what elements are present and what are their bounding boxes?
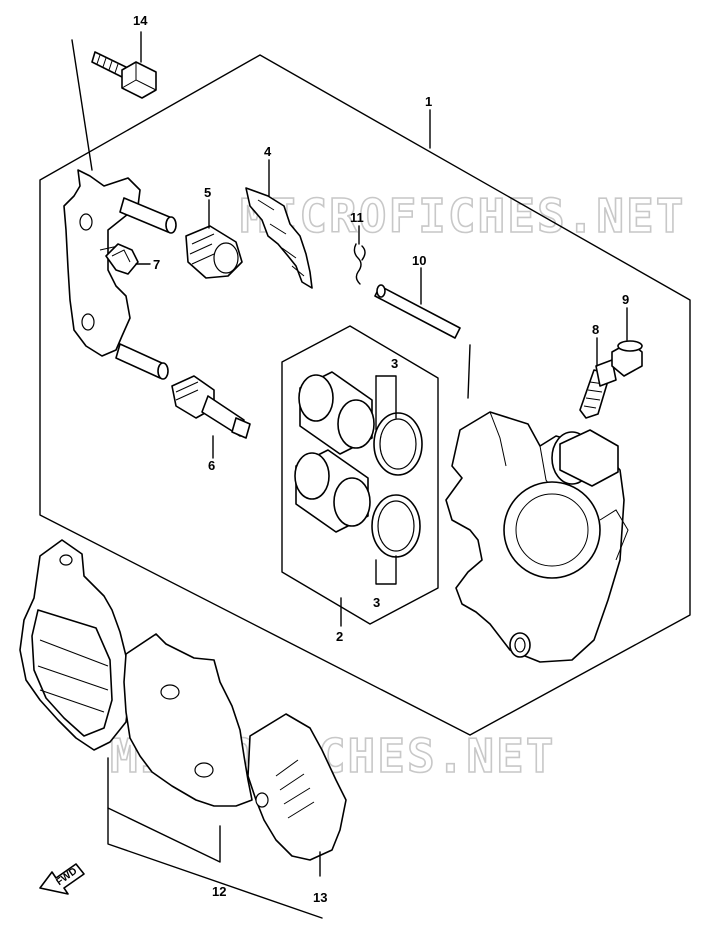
slide-pin-lower (115, 343, 169, 380)
bleeder-cap-9 (611, 340, 643, 377)
bleeder-valve-8 (579, 359, 617, 419)
bolt-14 (91, 51, 157, 99)
pad-shim-plate (123, 633, 253, 807)
leader-bolt-14-axis (71, 39, 93, 171)
callout-8: 8 (592, 322, 599, 337)
leader-pin-axis (467, 344, 471, 399)
callout-7: 7 (153, 257, 160, 272)
piston-seal-lower (371, 494, 421, 558)
callout-3-upper: 3 (391, 356, 398, 371)
piston-seal-upper (373, 412, 423, 476)
leader-13-a (107, 807, 323, 919)
callout-3-lower: 3 (373, 595, 380, 610)
pad-pin-10 (374, 284, 461, 339)
forward-direction-arrow: FWD (39, 863, 85, 895)
slide-pin-upper (119, 197, 177, 234)
pin-clip-11 (353, 243, 366, 285)
caliper-bracket (63, 169, 141, 357)
callout-2: 2 (336, 629, 343, 644)
leader-3-lower (375, 555, 397, 585)
callout-9: 9 (622, 292, 629, 307)
leader-12 (107, 757, 221, 863)
caliper-body (445, 411, 629, 663)
watermark-top: MICROFICHES.NET (240, 189, 685, 243)
callout-6: 6 (208, 458, 215, 473)
callout-13: 13 (313, 890, 327, 905)
callout-1: 1 (425, 94, 432, 109)
boot-5 (185, 225, 243, 279)
callout-10: 10 (412, 253, 426, 268)
assembly-frame-1 (39, 54, 691, 736)
pad-spring-clip-7 (105, 243, 139, 275)
pad-shim-13 (247, 713, 347, 861)
piston-upper (298, 371, 375, 455)
callout-11: 11 (350, 210, 364, 225)
callout-5: 5 (204, 185, 211, 200)
callout-4: 4 (264, 144, 272, 159)
callout-14: 14 (133, 13, 148, 28)
slide-pin-boot-6 (171, 375, 251, 439)
pad-spring-4 (245, 187, 313, 289)
brake-pad-front (19, 539, 131, 751)
piston-lower (294, 449, 371, 533)
piston-kit-frame-2 (281, 325, 439, 625)
callout-12: 12 (212, 884, 226, 899)
leader-3-upper (375, 375, 397, 419)
